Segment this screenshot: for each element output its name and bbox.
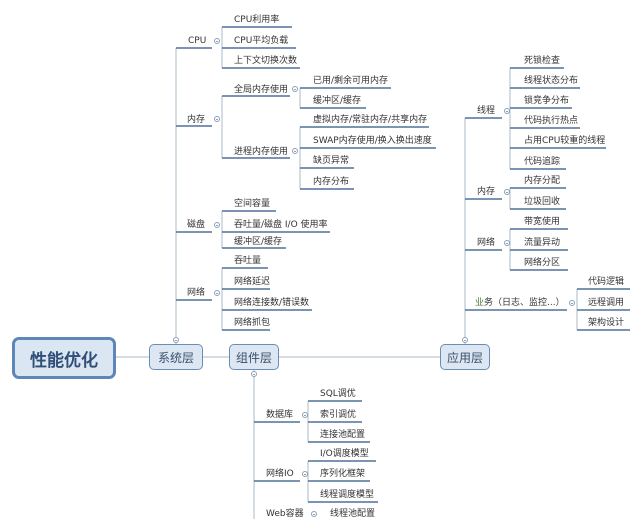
system-layer-label: 系统层 bbox=[157, 350, 194, 365]
business-label-prefix: 业 bbox=[475, 298, 485, 308]
leaf-node[interactable]: SQL调优 bbox=[320, 389, 356, 399]
node-thread[interactable]: 线程 bbox=[477, 106, 496, 116]
collapse-toggle-icon[interactable] bbox=[214, 116, 220, 122]
leaf-node[interactable]: 线程状态分布 bbox=[524, 76, 579, 86]
collapse-toggle-icon[interactable] bbox=[302, 471, 308, 477]
leaf-node[interactable]: CPU平均负载 bbox=[234, 36, 289, 46]
leaf-node[interactable]: I/O调度模型 bbox=[320, 449, 369, 459]
leaf-node[interactable]: 内存分配 bbox=[524, 176, 561, 186]
business-label-rest: 务（日志、监控...） bbox=[484, 298, 565, 308]
collapse-toggle-icon[interactable] bbox=[292, 148, 298, 154]
leaf-node[interactable]: 线程调度模型 bbox=[320, 490, 375, 500]
root-label: 性能优化 bbox=[30, 350, 98, 371]
collapse-toggle-icon[interactable] bbox=[504, 189, 510, 195]
node-process-memory[interactable]: 进程内存使用 bbox=[234, 147, 289, 157]
leaf-node[interactable]: SWAP内存使用/换入换出速度 bbox=[313, 136, 432, 146]
node-network-io[interactable]: 网络IO bbox=[266, 469, 294, 479]
leaf-node[interactable]: 空间容量 bbox=[234, 199, 271, 209]
collapse-toggle-icon[interactable] bbox=[214, 38, 220, 44]
root-node[interactable]: 性能优化 bbox=[12, 337, 116, 379]
node-network[interactable]: 网络 bbox=[187, 288, 206, 298]
node-global-memory[interactable]: 全局内存使用 bbox=[234, 85, 289, 95]
leaf-node[interactable]: 吞吐量 bbox=[234, 256, 262, 266]
leaf-node[interactable]: 网络延迟 bbox=[234, 277, 271, 287]
leaf-node[interactable]: 连接池配置 bbox=[320, 430, 366, 440]
leaf-node[interactable]: 上下文切换次数 bbox=[234, 56, 298, 66]
leaf-node[interactable]: 代码逻辑 bbox=[588, 277, 625, 287]
leaf-node[interactable]: 缓冲区/缓存 bbox=[234, 237, 283, 247]
leaf-node[interactable]: 内存分布 bbox=[313, 177, 350, 187]
leaf-node[interactable]: 代码执行热点 bbox=[524, 116, 579, 126]
leaf-node[interactable]: 占用CPU较重的线程 bbox=[524, 136, 606, 146]
leaf-node[interactable]: CPU利用率 bbox=[234, 15, 280, 25]
component-layer-node[interactable]: 组件层 bbox=[229, 344, 279, 370]
system-layer-node[interactable]: 系统层 bbox=[149, 344, 203, 370]
node-cpu[interactable]: CPU bbox=[188, 36, 207, 46]
collapse-toggle-icon[interactable] bbox=[251, 371, 257, 377]
leaf-node[interactable]: 缓冲区/缓存 bbox=[313, 96, 362, 106]
leaf-node[interactable]: 代码追踪 bbox=[524, 157, 561, 167]
node-memory[interactable]: 内存 bbox=[187, 115, 206, 125]
leaf-node[interactable]: 网络抓包 bbox=[234, 318, 271, 328]
leaf-node[interactable]: 网络连接数/错误数 bbox=[234, 298, 310, 308]
leaf-node[interactable]: 已用/剩余可用内存 bbox=[313, 76, 389, 86]
leaf-node[interactable]: 索引调优 bbox=[320, 410, 357, 420]
leaf-node[interactable]: 网络分区 bbox=[524, 258, 561, 268]
collapse-toggle-icon[interactable] bbox=[569, 300, 575, 306]
collapse-toggle-icon[interactable] bbox=[302, 412, 308, 418]
application-layer-node[interactable]: 应用层 bbox=[440, 344, 490, 370]
leaf-node[interactable]: 流量异动 bbox=[524, 238, 561, 248]
node-database[interactable]: 数据库 bbox=[266, 410, 294, 420]
leaf-node[interactable]: 虚拟内存/常驻内存/共享内存 bbox=[313, 115, 428, 125]
node-disk[interactable]: 磁盘 bbox=[187, 220, 206, 230]
collapse-toggle-icon[interactable] bbox=[292, 86, 298, 92]
leaf-node[interactable]: 锁竞争分布 bbox=[524, 96, 570, 106]
collapse-toggle-icon[interactable] bbox=[311, 511, 317, 517]
collapse-toggle-icon[interactable] bbox=[214, 290, 220, 296]
leaf-node[interactable]: 序列化框架 bbox=[320, 469, 366, 479]
leaf-node[interactable]: 远程调用 bbox=[588, 298, 625, 308]
leaf-node[interactable]: 架构设计 bbox=[588, 318, 625, 328]
collapse-toggle-icon[interactable] bbox=[504, 108, 510, 114]
node-app-network[interactable]: 网络 bbox=[477, 238, 496, 248]
leaf-node[interactable]: 垃圾回收 bbox=[524, 197, 561, 207]
collapse-toggle-icon[interactable] bbox=[214, 222, 220, 228]
node-web-container[interactable]: Web容器 bbox=[266, 509, 304, 519]
application-layer-label: 应用层 bbox=[446, 350, 483, 365]
collapse-toggle-icon[interactable] bbox=[462, 337, 468, 343]
collapse-toggle-icon[interactable] bbox=[173, 337, 179, 343]
component-layer-label: 组件层 bbox=[235, 350, 272, 365]
node-business[interactable]: 业务（日志、监控...） bbox=[475, 297, 565, 309]
leaf-node[interactable]: 线程池配置 bbox=[330, 509, 376, 519]
collapse-toggle-icon[interactable] bbox=[504, 240, 510, 246]
leaf-node[interactable]: 吞吐量/磁盘 I/O 使用率 bbox=[234, 220, 328, 230]
leaf-node[interactable]: 带宽使用 bbox=[524, 217, 561, 227]
leaf-node[interactable]: 缺页异常 bbox=[313, 156, 350, 166]
node-app-memory[interactable]: 内存 bbox=[477, 187, 496, 197]
leaf-node[interactable]: 死锁检查 bbox=[524, 56, 561, 66]
